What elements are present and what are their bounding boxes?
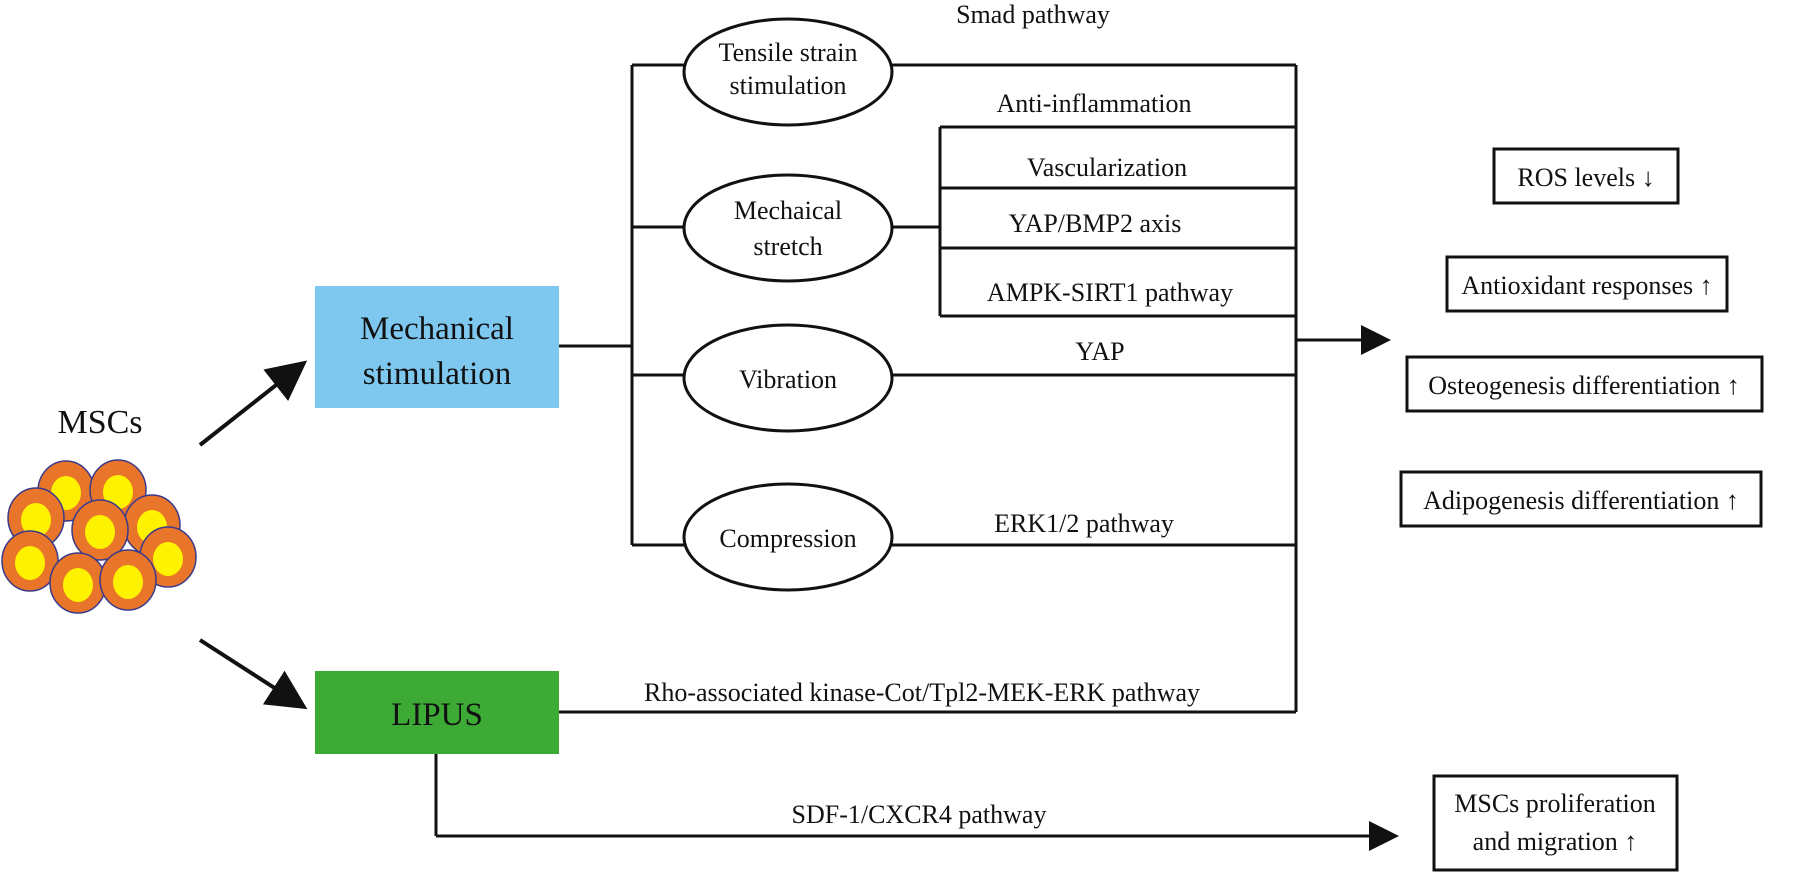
- rho-pathway-label: Rho-associated kinase-Cot/Tpl2-MEK-ERK p…: [644, 678, 1200, 707]
- compression-node: [682, 482, 894, 592]
- sdf1-pathway-label: SDF-1/CXCR4 pathway: [792, 800, 1047, 829]
- ros-outcome-label: ROS levels ↓: [1517, 163, 1654, 192]
- msc-label: MSCs: [57, 404, 142, 441]
- osteogenesis-outcome-box: [1405, 355, 1764, 413]
- lipus-label: LIPUS: [391, 697, 483, 733]
- tensile-strain-label-line1: Tensile strain: [719, 38, 858, 67]
- pathway-lines: [434, 63, 1399, 851]
- mechanical-stretch-node: [682, 173, 894, 283]
- osteogenesis-outcome-label: Osteogenesis differentiation ↑: [1428, 371, 1739, 400]
- vibration-node: [682, 323, 894, 433]
- tensile-strain-node: [682, 17, 894, 127]
- mechanical-stimulation-box: [315, 286, 559, 408]
- vascularization-label: Vascularization: [1027, 153, 1187, 182]
- ros-outcome-box: [1492, 147, 1680, 205]
- yap-label: YAP: [1075, 337, 1124, 366]
- cell: [1, 530, 59, 592]
- compression-label: Compression: [719, 524, 856, 553]
- cell: [49, 552, 107, 614]
- proliferation-outcome-label-line1: MSCs proliferation: [1454, 789, 1656, 818]
- tensile-strain-label-line2: stimulation: [730, 71, 847, 100]
- mechanical-stimulation-label-line2: stimulation: [363, 356, 512, 392]
- mechanical-bracket: [559, 63, 684, 547]
- antioxidant-outcome-box: [1445, 255, 1729, 313]
- mechanical-stretch-label-line2: stretch: [753, 232, 822, 261]
- arrow-msc-to-mechanical: [198, 360, 308, 447]
- cell: [7, 487, 65, 549]
- proliferation-outcome-label-line2: and migration ↑: [1473, 827, 1638, 856]
- smad-pathway-label: Smad pathway: [956, 0, 1110, 29]
- cell: [71, 499, 129, 561]
- adipogenesis-outcome-box: [1399, 470, 1763, 528]
- mechanical-stimulation-label-line1: Mechanical: [360, 311, 514, 347]
- mechanical-stretch-label-line1: Mechaical: [734, 196, 842, 225]
- erk-pathway-label: ERK1/2 pathway: [994, 509, 1174, 538]
- ampk-sirt1-label: AMPK-SIRT1 pathway: [987, 278, 1233, 307]
- antioxidant-outcome-label: Antioxidant responses ↑: [1461, 271, 1712, 300]
- proliferation-outcome-box: [1432, 774, 1679, 872]
- arrow-msc-to-lipus: [198, 638, 308, 710]
- cell: [99, 549, 157, 611]
- yap-bmp2-label: YAP/BMP2 axis: [1009, 209, 1182, 238]
- lipus-box: [315, 671, 559, 754]
- anti-inflammation-label: Anti-inflammation: [997, 89, 1192, 118]
- adipogenesis-outcome-label: Adipogenesis differentiation ↑: [1423, 486, 1739, 515]
- vibration-label: Vibration: [739, 365, 837, 394]
- cell-cluster-icon: [1, 459, 197, 614]
